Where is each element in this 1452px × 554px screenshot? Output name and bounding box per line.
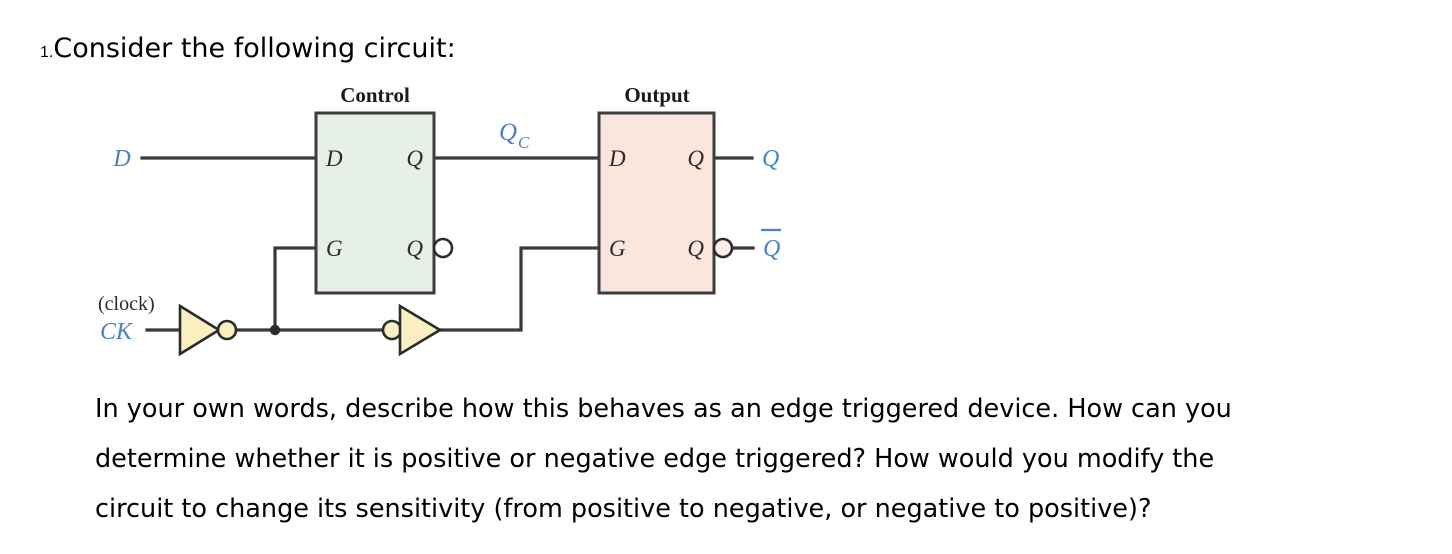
inverter-1-bubble-icon <box>216 319 238 341</box>
output-pin-d-label: D <box>608 146 626 171</box>
output-latch-block <box>597 111 716 295</box>
clock-note-label: (clock) <box>98 293 155 315</box>
signal-label-qc-main: Q <box>499 119 517 146</box>
output-qbar-bubble-icon <box>712 237 734 259</box>
question-body-text: In your own words, describe how this beh… <box>95 384 1413 534</box>
control-pin-q-bottom-label: Q <box>406 236 423 261</box>
signal-label-qbar: Q <box>761 228 781 262</box>
inverter-2 <box>381 303 443 357</box>
page-title: Consider the following circuit: <box>53 33 456 64</box>
inverter-2-bubble-icon <box>381 319 403 341</box>
output-pin-q-bottom-label: Q <box>687 236 704 261</box>
signal-label-ck: CK <box>100 319 134 345</box>
output-pin-g-label: G <box>609 236 626 261</box>
inverter-2-triangle-icon <box>398 303 443 357</box>
signal-label-d: D <box>112 146 130 172</box>
wire-inv2-to-output-g <box>438 246 601 332</box>
control-pin-d-label: D <box>325 146 343 171</box>
question-number: 1. <box>40 44 54 61</box>
control-block-title: Control <box>340 83 410 107</box>
body-line-3: circuit to change its sensitivity (from … <box>95 494 1152 524</box>
control-qbar-bubble-icon <box>432 237 454 259</box>
signal-label-q: Q <box>762 146 779 172</box>
signal-label-qc: Q C <box>499 119 530 152</box>
inverter-1-triangle-icon <box>178 303 222 357</box>
inverter-1 <box>178 303 238 357</box>
question-heading: 1. Consider the following circuit: <box>40 33 1400 64</box>
output-pin-q-top-label: Q <box>687 146 704 171</box>
wire-group <box>140 156 755 332</box>
output-block-title: Output <box>624 83 689 107</box>
control-latch-block <box>314 111 436 295</box>
wire-junction-dot <box>269 324 281 336</box>
circuit-svg: Control Output D G Q Q D G Q Q D Q C Q Q… <box>98 83 781 357</box>
signal-label-qc-subscript: C <box>518 133 530 152</box>
control-pin-q-top-label: Q <box>406 146 423 171</box>
signal-label-qbar-main: Q <box>763 236 780 262</box>
circuit-diagram: Control Output D G Q Q D G Q Q D Q C Q Q… <box>0 78 900 378</box>
wire-branch-control-g <box>273 246 318 332</box>
body-line-1: In your own words, describe how this beh… <box>95 394 1232 424</box>
control-pin-g-label: G <box>326 236 343 261</box>
body-line-2: determine whether it is positive or nega… <box>95 444 1215 474</box>
